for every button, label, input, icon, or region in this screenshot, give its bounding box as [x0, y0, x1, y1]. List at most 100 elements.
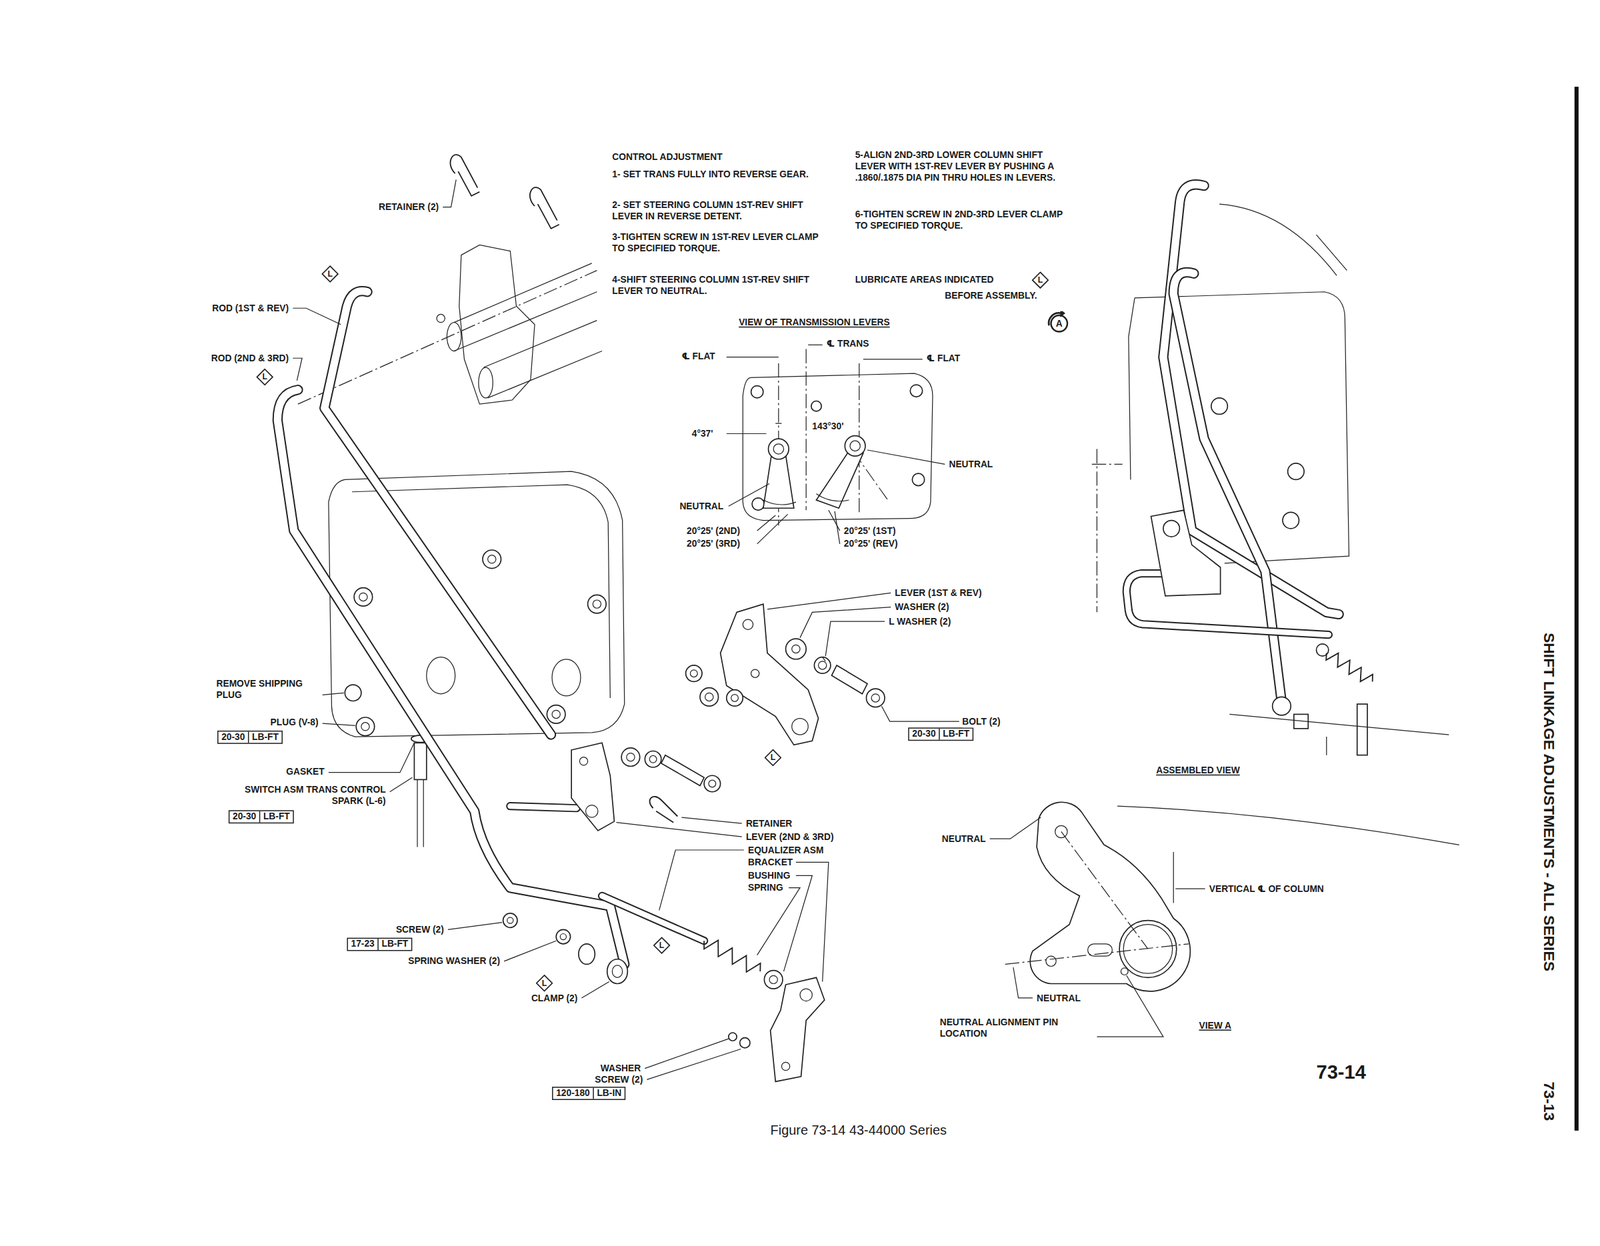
node-text: LB-FT: [377, 938, 412, 950]
lever-2nd-3rd: [510, 806, 576, 808]
centerline-label: ℄ TRANS: [826, 338, 870, 350]
equalizer: [556, 929, 570, 944]
assembled-linkage: [1151, 510, 1221, 596]
bolt-head: [482, 550, 502, 569]
lever-1st-rev: [831, 665, 868, 694]
part-label: WASHER: [600, 1063, 641, 1075]
diamond-outline: [536, 975, 553, 992]
assembled-linkage: [1163, 520, 1180, 537]
lever-1st-rev: [690, 670, 698, 678]
leader-line: [825, 621, 885, 656]
equalizer: [740, 1038, 750, 1048]
lever-1st-rev: [866, 688, 885, 708]
leader-line: [581, 981, 609, 998]
leader-line: [726, 356, 779, 358]
note-step: 1- SET TRANS FULLY INTO REVERSE GEAR.: [612, 169, 822, 181]
steering-column: [459, 244, 535, 404]
lubrication-symbol: L: [653, 936, 671, 954]
assembled-linkage: [1326, 653, 1373, 682]
leader-line: [834, 511, 840, 544]
leader-line: [448, 922, 502, 930]
leader-line: [646, 1048, 741, 1080]
leader-line: [881, 706, 959, 722]
node-text: L: [542, 978, 547, 988]
torque-box: 120-180LB-IN: [552, 1086, 626, 1100]
transmission-case: [552, 659, 581, 696]
part-label: GASKET: [286, 766, 324, 778]
figure-caption: Figure 73-14 43-44000 Series: [770, 1122, 947, 1139]
spark-switch: [417, 779, 424, 847]
shift-rod: [277, 390, 624, 965]
node-text: LB-FT: [938, 728, 973, 740]
torque-box: 20-30LB-FT: [217, 730, 283, 744]
lever-2nd-3rd: [510, 742, 720, 831]
diamond-outline: [654, 937, 670, 954]
diamond-outline: [322, 266, 338, 282]
node-text: L: [770, 753, 776, 763]
lubrication-symbol: L: [1031, 271, 1049, 289]
transmission-levers-view: [763, 455, 794, 509]
lever-1st-rev: [742, 619, 753, 630]
equalizer: [769, 975, 778, 984]
retainer-clip: [530, 187, 560, 229]
note-text: LUBRICATE AREAS INDICATED: [855, 274, 994, 286]
transmission-levers-view: [751, 386, 764, 398]
view-a-lever: [1117, 806, 1460, 903]
torque-box: 17-23LB-FT: [346, 938, 412, 952]
leader-line: [292, 179, 1205, 1080]
lubrication-symbol: L: [536, 974, 554, 992]
figure-number: 73-14: [1316, 1061, 1366, 1084]
steering-column: [436, 314, 445, 322]
equalizer: [770, 977, 825, 1082]
diamond-outline: [1032, 272, 1049, 288]
transmission-levers-view: [910, 384, 922, 397]
transmission-levers-view: [778, 348, 888, 526]
bolt-head: [359, 592, 368, 601]
lever-2nd-3rd: [510, 806, 576, 808]
view-title: VIEW OF TRANSMISSION LEVERS: [738, 317, 890, 329]
assembled-linkage: [1219, 204, 1347, 276]
page-header: SHIFT LINKAGE ADJUSTMENTS - ALL SERIES: [1540, 632, 1559, 972]
assembled-linkage: [1092, 184, 1450, 756]
node-text: LB-IN: [592, 1088, 624, 1100]
lever-2nd-3rd: [650, 796, 678, 823]
leader-line: [867, 450, 945, 464]
plug: [356, 717, 375, 736]
leader-line: [784, 875, 813, 972]
lever-1st-rev: [720, 604, 819, 745]
plug: [344, 684, 374, 736]
leader-line: [1013, 967, 1033, 998]
leader-line: [681, 817, 742, 824]
node-text: L: [1038, 275, 1043, 285]
part-label: ROD (1ST & REV): [212, 303, 289, 315]
node-text: 20-30: [909, 728, 939, 740]
lever-1st-rev: [792, 718, 808, 735]
view-a-lever: [1030, 802, 1190, 992]
leader-line: [990, 817, 1042, 839]
part-label: PLUG (V-8): [270, 717, 319, 729]
node-text: A: [1056, 318, 1063, 329]
part-label: SWITCH ASM TRANS CONTROL SPARK (L-6): [222, 784, 386, 808]
view-a-lever: [1046, 956, 1056, 966]
bolt-head: [546, 705, 566, 724]
lever-1st-rev: [786, 638, 807, 660]
assembled-linkage: [1126, 573, 1329, 635]
steering-column: [478, 367, 493, 398]
leader-line: [322, 723, 356, 726]
part-label: EQUALIZER ASM: [748, 844, 824, 856]
leader-line: [828, 510, 840, 531]
bolt-head: [588, 594, 607, 614]
note-step: 2- SET STEERING COLUMN 1ST-REV SHIFT LEV…: [612, 200, 822, 223]
transmission-levers-view: [742, 373, 933, 520]
part-label: CLAMP (2): [531, 992, 578, 1004]
angle-label: 20°25' (1ST): [844, 525, 896, 537]
leader-line: [504, 940, 556, 962]
leader-line: [726, 433, 767, 434]
leader-line: [800, 607, 891, 638]
equalizer: [602, 896, 704, 941]
transmission-levers-view: [912, 473, 924, 486]
assembled-linkage: [1092, 448, 1123, 612]
view-a-lever: [1005, 802, 1460, 992]
part-label: BRACKET: [748, 857, 793, 869]
